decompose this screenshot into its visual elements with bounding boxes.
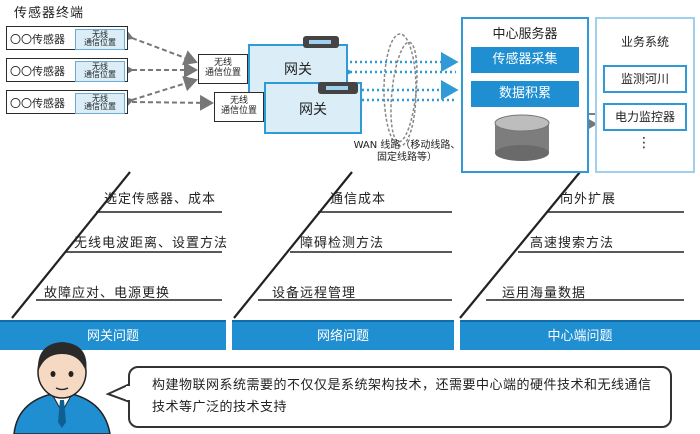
business-system-title: 业务系统 <box>620 35 669 49</box>
sensor-node: 〇〇传感器 无线 通信位置 <box>6 26 128 50</box>
cause-center-1: 向外扩展 <box>560 192 617 207</box>
wireless-module: 无线 通信位置 <box>75 61 125 82</box>
cause-gateway-3: 故障应对、电源更换 <box>44 286 171 301</box>
bubble-tail-cover <box>126 386 132 400</box>
cause-gateway-1: 选定传感器、成本 <box>104 192 217 207</box>
power-monitor-box: 电力监控器 <box>603 103 687 131</box>
center-problem-band: 中心端问题 <box>460 320 700 350</box>
router-icon <box>303 36 339 48</box>
router-icon <box>318 82 358 94</box>
speech-text: 构建物联网系统需要的不仅仅是系统架构技术，还需要中心端的硬件技术和无线通信技术等… <box>152 378 652 415</box>
sensor-gateway-arrows <box>117 26 214 112</box>
sensor-node: 〇〇传感器 无线 通信位置 <box>6 58 128 82</box>
center-server-panel: 中心服务器 传感器采集 数据积累 <box>461 17 589 173</box>
center-problem-label: 中心端问题 <box>547 329 613 344</box>
cause-network-3: 设备远程管理 <box>272 286 357 301</box>
sensor-label: 〇〇传感器 <box>10 65 65 78</box>
more-ellipsis: ⋮ <box>637 135 651 151</box>
sensor-node: 〇〇传感器 无线 通信位置 <box>6 90 128 114</box>
cause-network-1: 通信成本 <box>330 192 387 207</box>
speech-bubble: 构建物联网系统需要的不仅仅是系统架构技术，还需要中心端的硬件技术和无线通信技术等… <box>128 366 672 428</box>
network-problem-label: 网络问题 <box>316 329 369 344</box>
network-problem-band: 网络问题 <box>232 320 454 350</box>
sensor-label: 〇〇传感器 <box>10 97 65 110</box>
business-system-panel: 业务系统 监测河川 电力监控器 ⋮ <box>595 17 695 173</box>
center-server-title: 中心服务器 <box>492 27 558 42</box>
cause-center-3: 运用海量数据 <box>502 286 587 301</box>
cause-gateway-2: 无线电波距离、设置方法 <box>74 236 229 251</box>
gateway-wireless: 无线 通信位置 <box>214 92 264 122</box>
fishbone-ribs <box>36 211 684 301</box>
wireless-module: 无线 通信位置 <box>75 29 125 50</box>
sensor-collection-box: 传感器采集 <box>471 47 579 73</box>
fishbone-bones <box>11 171 581 319</box>
cause-center-2: 高速搜索方法 <box>530 236 615 251</box>
cause-network-2: 障碍检测方法 <box>300 236 385 251</box>
gateway-wireless: 无线 通信位置 <box>198 54 248 84</box>
wan-label: WAN 线路（移动线路、固定线路等） <box>353 140 461 163</box>
sensor-terminal-title: 传感器终端 <box>14 6 85 21</box>
database-icon <box>494 114 550 161</box>
gateway-server-arrows <box>335 52 459 110</box>
sensor-label: 〇〇传感器 <box>10 33 65 46</box>
gateway-problem-band: 网关问题 <box>0 320 226 350</box>
data-storage-box: 数据积累 <box>471 81 579 107</box>
wireless-module: 无线 通信位置 <box>75 93 125 114</box>
river-monitor-box: 监测河川 <box>603 65 687 93</box>
gateway-problem-label: 网关问题 <box>86 329 139 344</box>
